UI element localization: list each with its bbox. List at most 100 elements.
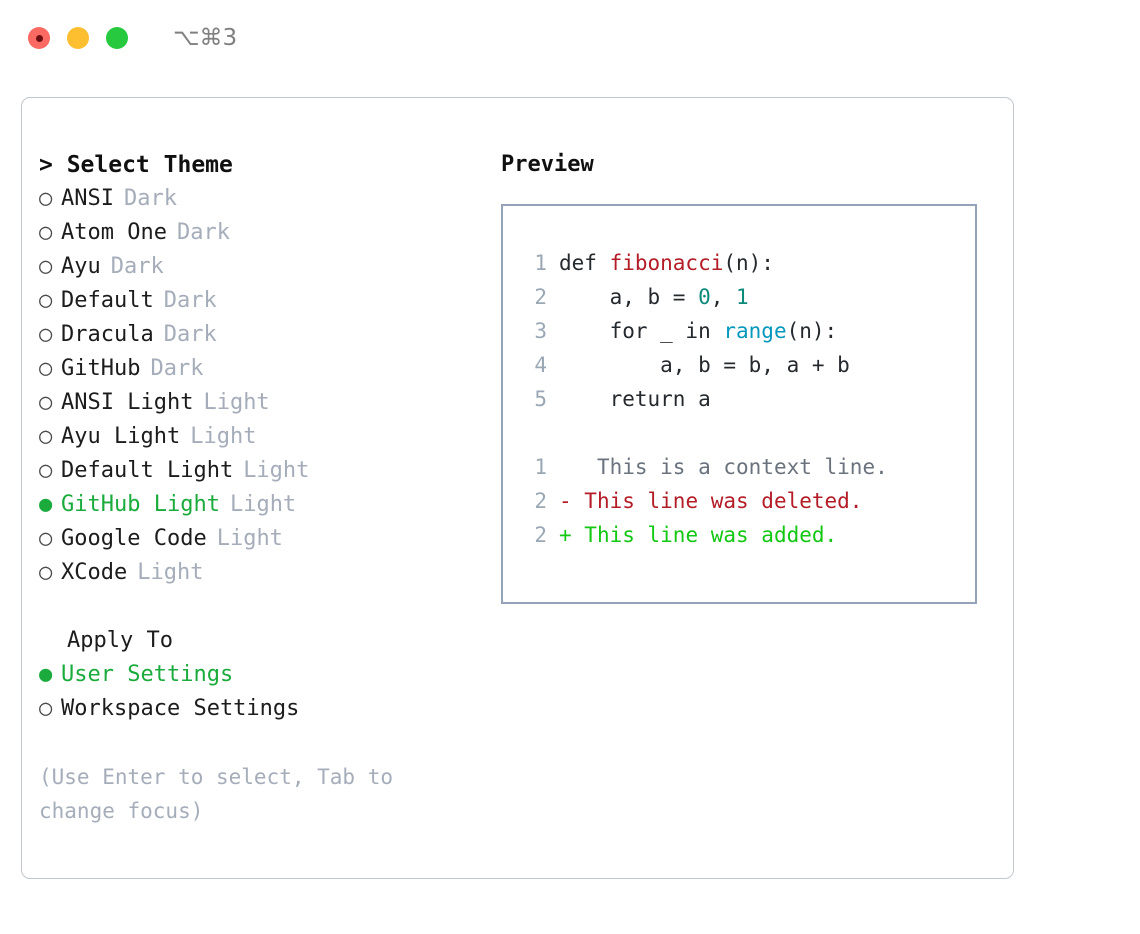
radio-unselected-icon: ○ — [39, 288, 53, 313]
line-number: 3 — [534, 319, 547, 343]
theme-option-dracula[interactable]: ○ Dracula Dark — [39, 318, 489, 352]
theme-option-label: Dracula — [61, 322, 154, 347]
theme-option-variant: Light — [137, 560, 204, 585]
theme-option-atom-one[interactable]: ○ Atom One Dark — [39, 216, 489, 250]
theme-option-github[interactable]: ○ GitHub Dark — [39, 352, 489, 386]
minimize-window-icon[interactable] — [67, 27, 89, 49]
traffic-lights — [28, 27, 128, 49]
code-token-call: range — [723, 319, 787, 343]
theme-option-variant: Light — [216, 526, 283, 551]
apply-to-option-workspace-settings[interactable]: ○ Workspace Settings — [39, 692, 489, 726]
diff-line-context: 1 This is a context line. — [521, 450, 975, 484]
theme-option-default[interactable]: ○ Default Dark — [39, 284, 489, 318]
theme-option-variant: Dark — [163, 322, 217, 347]
keyboard-hint-text: (Use Enter to select, Tab to change focu… — [39, 765, 406, 823]
apply-to-option-list[interactable]: ● User Settings ○ Workspace Settings — [39, 658, 489, 726]
line-number: 1 — [534, 455, 547, 479]
section-spacer — [39, 590, 489, 624]
theme-option-variant: Light — [203, 390, 270, 415]
diff-text: This line was added. — [571, 523, 838, 547]
radio-selected-icon: ● — [39, 662, 53, 687]
diff-line-deleted: 2- This line was deleted. — [521, 484, 975, 518]
theme-option-label: Ayu — [61, 254, 101, 279]
preview-header: Preview — [501, 152, 594, 177]
line-number: 4 — [534, 353, 547, 377]
theme-option-label: Atom One — [61, 220, 167, 245]
apply-to-option-label: User Settings — [61, 662, 234, 687]
radio-unselected-icon: ○ — [39, 322, 53, 347]
close-window-icon[interactable] — [28, 27, 50, 49]
theme-option-label: ANSI Light — [61, 390, 194, 415]
line-number: 2 — [534, 285, 547, 309]
theme-option-label: Google Code — [61, 526, 207, 551]
theme-option-ansi-light[interactable]: ○ ANSI Light Light — [39, 386, 489, 420]
code-token-num: 1 — [736, 285, 749, 309]
theme-option-variant: Dark — [176, 220, 230, 245]
line-number: 2 — [534, 489, 547, 513]
theme-option-label: Default — [61, 288, 154, 313]
code-line: 5 return a — [521, 382, 975, 416]
theme-option-label: Default Light — [61, 458, 234, 483]
hint-spacer — [39, 726, 489, 760]
code-diff-separator — [521, 416, 975, 450]
select-theme-header: > Select Theme — [39, 152, 233, 178]
diff-marker — [559, 450, 572, 484]
theme-option-default-light[interactable]: ○ Default Light Light — [39, 454, 489, 488]
code-line: 3 for _ in range(n): — [521, 314, 975, 348]
apply-to-header: Apply To — [67, 628, 173, 653]
radio-unselected-icon: ○ — [39, 458, 53, 483]
code-line: 4 a, b = b, a + b — [521, 348, 975, 382]
radio-unselected-icon: ○ — [39, 254, 53, 279]
code-token-num: 0 — [698, 285, 711, 309]
theme-option-label: XCode — [61, 560, 128, 585]
diff-text: This is a context line. — [571, 455, 888, 479]
theme-option-label: GitHub — [61, 356, 141, 381]
theme-option-variant: Light — [229, 492, 297, 517]
code-line: 1 def fibonacci(n): — [521, 246, 975, 280]
apply-to-option-user-settings[interactable]: ● User Settings — [39, 658, 489, 692]
code-token-plain: for _ in — [559, 319, 724, 343]
code-token-plain: (n): — [723, 251, 774, 275]
radio-unselected-icon: ○ — [39, 526, 53, 551]
radio-unselected-icon: ○ — [39, 220, 53, 245]
radio-selected-icon: ● — [39, 492, 53, 517]
theme-option-ayu[interactable]: ○ Ayu Dark — [39, 250, 489, 284]
code-token-fn: fibonacci — [609, 251, 724, 275]
theme-option-variant: Light — [243, 458, 310, 483]
theme-option-google-code[interactable]: ○ Google Code Light — [39, 522, 489, 556]
theme-option-xcode[interactable]: ○ XCode Light — [39, 556, 489, 590]
code-token-plain: return a — [559, 387, 711, 411]
radio-unselected-icon: ○ — [39, 696, 53, 721]
theme-option-variant: Dark — [150, 356, 204, 381]
code-token-plain: , — [710, 285, 737, 309]
theme-option-label: GitHub Light — [61, 492, 220, 517]
theme-option-label: Ayu Light — [61, 424, 181, 449]
theme-option-variant: Dark — [163, 288, 217, 313]
diff-sample: 1 This is a context line.2- This line wa… — [521, 450, 975, 552]
window-titlebar: ⌥⌘3 — [0, 0, 1140, 76]
radio-unselected-icon: ○ — [39, 560, 53, 585]
diff-marker: - — [559, 489, 572, 513]
theme-option-variant: Dark — [123, 186, 177, 211]
radio-unselected-icon: ○ — [39, 390, 53, 415]
code-token-plain: def — [559, 251, 610, 275]
theme-option-variant: Dark — [110, 254, 164, 279]
radio-unselected-icon: ○ — [39, 356, 53, 381]
theme-option-variant: Light — [190, 424, 257, 449]
code-token-plain: a, b = b, a + b — [559, 353, 850, 377]
line-number: 1 — [534, 251, 547, 275]
code-token-plain: (n): — [786, 319, 838, 343]
theme-option-github-light[interactable]: ● GitHub Light Light — [39, 488, 489, 522]
diff-text: This line was deleted. — [571, 489, 863, 513]
maximize-window-icon[interactable] — [106, 27, 128, 49]
apply-to-option-label: Workspace Settings — [61, 696, 300, 721]
